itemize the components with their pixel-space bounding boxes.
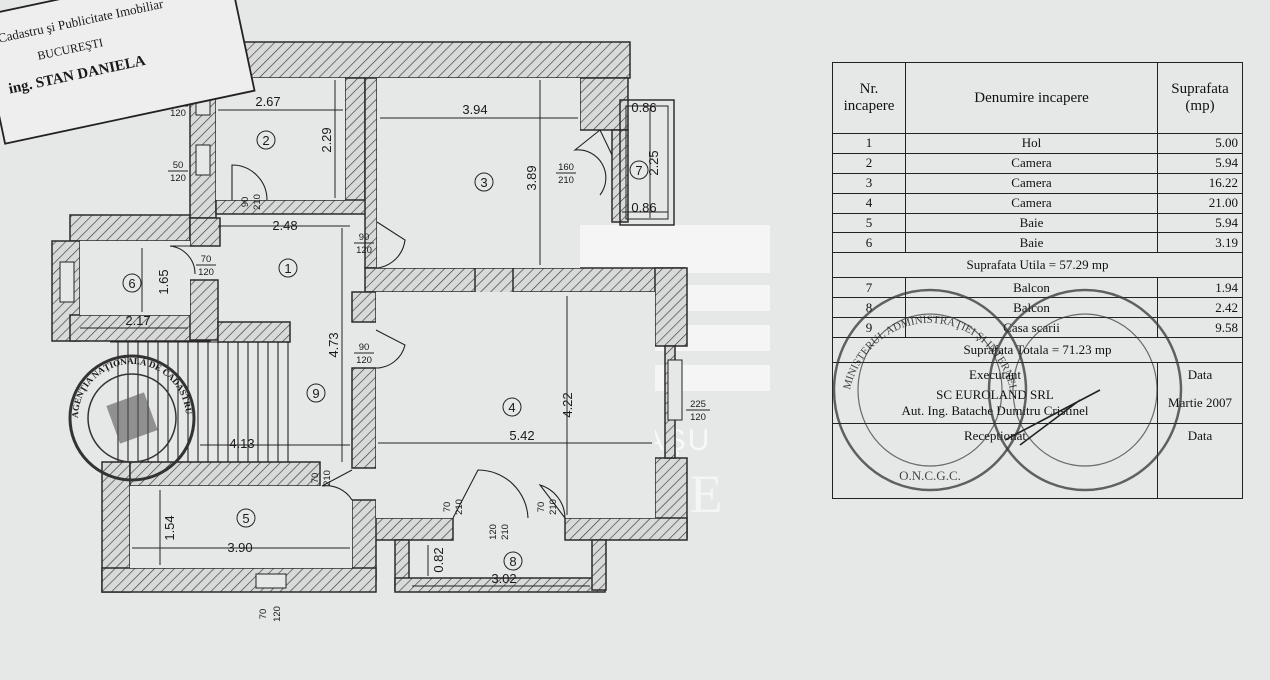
room-9-number: 9 xyxy=(312,386,319,401)
date-value: Martie 2007 xyxy=(1168,395,1232,410)
svg-text:70: 70 xyxy=(258,609,269,620)
dim-0.82: 0.82 xyxy=(431,547,446,572)
svg-text:210: 210 xyxy=(322,470,333,486)
header-name: Denumire incapere xyxy=(905,62,1158,134)
room-1-number: 1 xyxy=(284,261,291,276)
room-6-number: 6 xyxy=(128,276,135,291)
executant-label: Executant xyxy=(969,367,1021,382)
svg-text:225: 225 xyxy=(690,399,706,410)
svg-text:70: 70 xyxy=(310,473,321,484)
svg-text:210: 210 xyxy=(454,499,465,515)
svg-text:210: 210 xyxy=(500,524,511,540)
table-row: 5 Baie 5.94 xyxy=(832,212,1243,234)
table-row: 4 Camera 21.00 xyxy=(832,192,1243,214)
stairs xyxy=(110,341,290,463)
table-row: 9 Casa scarii 9.58 xyxy=(832,317,1243,338)
svg-text:90: 90 xyxy=(240,197,251,208)
svg-text:70: 70 xyxy=(536,502,547,513)
doors xyxy=(169,129,613,519)
svg-text:50: 50 xyxy=(173,160,184,171)
dim-5.42: 5.42 xyxy=(509,428,534,443)
svg-text:70: 70 xyxy=(201,254,212,265)
svg-text:120: 120 xyxy=(170,108,186,119)
opening-labels: 70 120 50 120 90 210 90 120 70 120 160 2… xyxy=(168,95,710,622)
dim-3.94: 3.94 xyxy=(462,102,487,117)
dim-4.13: 4.13 xyxy=(229,436,254,451)
top-stamp: Cadastru şi Publicitate Imobiliar BUCURE… xyxy=(0,0,256,145)
dim-2.48: 2.48 xyxy=(272,218,297,233)
table-row: 6 Baie 3.19 xyxy=(832,232,1243,254)
svg-text:120: 120 xyxy=(356,245,372,256)
svg-text:90: 90 xyxy=(359,232,370,243)
header-area: Suprafata (mp) xyxy=(1157,62,1243,134)
dim-3.02: 3.02 xyxy=(491,571,516,586)
dim-2.67: 2.67 xyxy=(255,94,280,109)
walls xyxy=(51,41,688,593)
svg-text:210: 210 xyxy=(548,499,559,515)
dimension-lines xyxy=(80,80,668,587)
room-5-number: 5 xyxy=(242,511,249,526)
room-7-number: 7 xyxy=(635,163,642,178)
suprafata-utila: Suprafata Utila = 57.29 mp xyxy=(832,252,1243,279)
ministry-stamp: MINISTERUL ADMINISTRAŢIEI ŞI INTERNELOR … xyxy=(830,270,1183,492)
svg-text:120: 120 xyxy=(488,524,499,540)
room-3-number: 3 xyxy=(480,175,487,190)
dim-4.22: 4.22 xyxy=(560,392,575,417)
dim-1.65: 1.65 xyxy=(156,269,171,294)
svg-text:120: 120 xyxy=(690,412,706,423)
dim-2.25: 2.25 xyxy=(646,150,661,175)
dimension-labels: 2.67 2.29 3.94 3.89 0.86 2.25 0.86 2.48 … xyxy=(125,94,661,586)
dim-0.86a: 0.86 xyxy=(631,100,656,115)
dim-2.29: 2.29 xyxy=(319,127,334,152)
dim-1.54: 1.54 xyxy=(162,515,177,540)
dim-3.89: 3.89 xyxy=(524,165,539,190)
svg-text:70: 70 xyxy=(442,502,453,513)
svg-text:210: 210 xyxy=(252,194,263,210)
ministry-stamp-bottom: O.N.C.G.C. xyxy=(899,468,961,483)
room-8-number: 8 xyxy=(509,554,516,569)
header-nr: Nr. incapere xyxy=(832,62,906,134)
executant-name: Aut. Ing. Batache Dumitru Cristinel xyxy=(901,403,1089,418)
table-row: 1 Hol 5.00 xyxy=(832,133,1243,154)
table-row: 8 Balcon 2.42 xyxy=(832,297,1243,318)
svg-text:210: 210 xyxy=(558,175,574,186)
svg-text:120: 120 xyxy=(272,606,283,622)
dim-2.17: 2.17 xyxy=(125,313,150,328)
svg-text:160: 160 xyxy=(558,162,574,173)
dim-3.90: 3.90 xyxy=(227,540,252,555)
svg-text:90: 90 xyxy=(359,342,370,353)
room-2-number: 2 xyxy=(262,133,269,148)
dim-4.73: 4.73 xyxy=(326,332,341,357)
balcony-7 xyxy=(619,99,675,226)
table-row: 7 Balcon 1.94 xyxy=(832,277,1243,299)
table-row: 3 Camera 16.22 xyxy=(832,172,1243,194)
svg-text:120: 120 xyxy=(170,173,186,184)
table-row: 2 Camera 5.94 xyxy=(832,152,1243,174)
dim-0.86b: 0.86 xyxy=(631,200,656,215)
svg-text:120: 120 xyxy=(198,267,214,278)
date-cell: Data Martie 2007 xyxy=(1157,362,1243,424)
svg-text:120: 120 xyxy=(356,355,372,366)
room-4-number: 4 xyxy=(508,400,515,415)
room-numbers xyxy=(122,130,649,571)
data-label: Data xyxy=(1187,367,1213,382)
